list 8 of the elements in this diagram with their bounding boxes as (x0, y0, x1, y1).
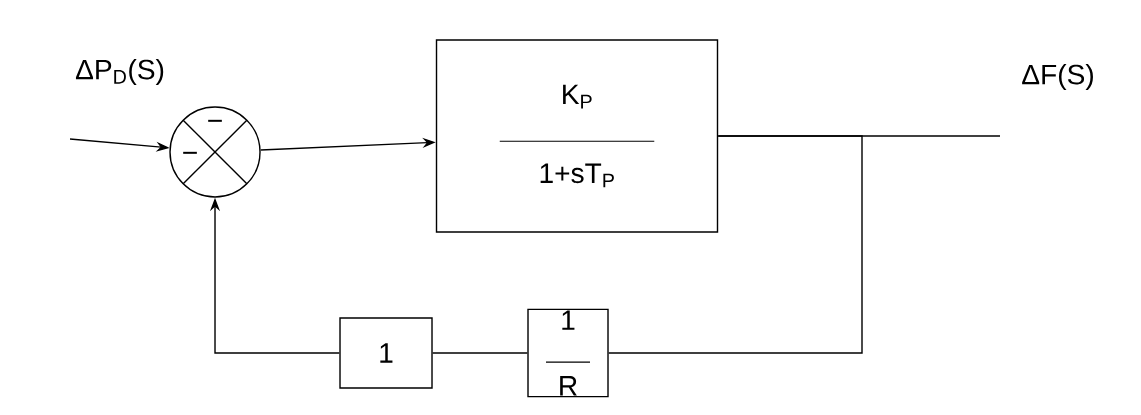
connector-line (432, 352, 528, 354)
connector-line (608, 135, 863, 354)
summing-junction: − − (169, 106, 261, 198)
signal-label: ΔP$_{D}$(S) (75, 58, 164, 86)
block-box: K$_{P}$ 1+sT$_{P}$ (435, 39, 719, 233)
block-box: 1 R (527, 308, 609, 398)
block-box: 1 (339, 317, 433, 389)
signal-label: ΔF(S) (1022, 63, 1093, 91)
